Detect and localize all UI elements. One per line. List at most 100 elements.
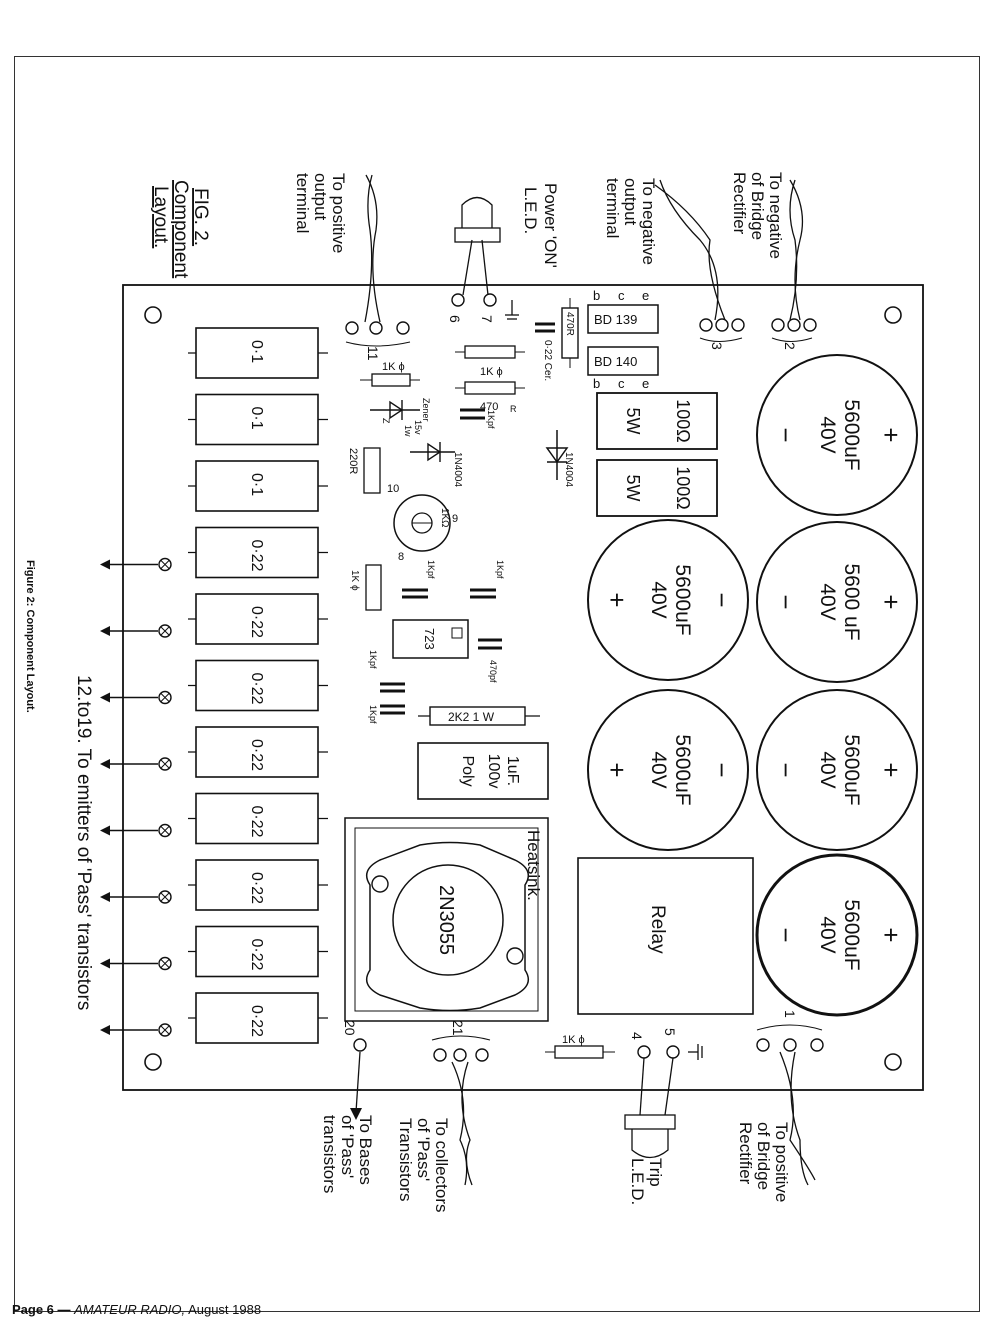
filter-capacitor-1: 5600uF 40V + − <box>756 354 918 516</box>
svg-text:−: − <box>771 927 801 942</box>
heatsink-label: Heatsink. <box>524 830 543 901</box>
terminal-group-21: 21 <box>431 1020 491 1186</box>
svg-text:L.E.D.: L.E.D. <box>521 187 540 234</box>
svg-text:transistors: transistors <box>320 1115 339 1193</box>
label-power-led: Power 'ON' L.E.D. <box>521 183 560 268</box>
capacitor-ceramic-022: 0·22 Cer. <box>535 322 555 381</box>
label-bases: To Bases of 'Pass' transistors <box>320 1115 375 1193</box>
svg-text:2: 2 <box>782 342 798 350</box>
svg-text:Trip: Trip <box>646 1158 665 1187</box>
terminal-group-2: 2 <box>771 179 817 350</box>
capacitor-1kpf-c: 1Kpf <box>470 560 505 599</box>
svg-text:9: 9 <box>452 513 458 525</box>
svg-text:5W: 5W <box>623 475 643 502</box>
svg-text:21: 21 <box>450 1020 466 1036</box>
emitter-terminal-18 <box>100 956 172 971</box>
emitter-terminal-15 <box>100 757 172 771</box>
emitter-resistor-1: 0·1 <box>188 327 328 379</box>
svg-text:−: − <box>707 762 737 777</box>
svg-text:Zener: Zener <box>421 398 431 422</box>
label-trip-led: Trip L.E.D. <box>628 1158 665 1205</box>
svg-text:1: 1 <box>782 1010 798 1018</box>
svg-text:e: e <box>642 376 649 391</box>
cap-minus: − <box>771 427 801 442</box>
diode-1n4004-right: 1N4004 <box>545 430 574 487</box>
emitter-resistor-8: 0·22 <box>188 792 328 845</box>
svg-text:40V: 40V <box>647 751 670 788</box>
emitter-resistor-11: 0·22 <box>188 992 328 1044</box>
svg-text:40V: 40V <box>816 916 839 953</box>
pcb-outline <box>122 284 924 1091</box>
svg-text:Relay: Relay <box>647 905 668 954</box>
svg-text:4: 4 <box>629 1032 645 1040</box>
emitter-resistor-value: 0·1 <box>248 340 265 363</box>
svg-text:15v: 15v <box>413 420 423 435</box>
svg-text:1w: 1w <box>403 425 413 437</box>
svg-text:40V: 40V <box>816 583 839 620</box>
emitter-terminal-12 <box>100 557 172 572</box>
emitter-resistor-value: 0·22 <box>248 739 265 771</box>
label-neg-output: To negative output terminal <box>603 178 658 265</box>
emitter-resistor-5: 0·22 <box>188 593 328 645</box>
svg-text:Rectifier: Rectifier <box>736 1122 755 1185</box>
emitter-terminal-17 <box>100 890 172 904</box>
label-emitters: 12.to19. To emitters of 'Pass' transisto… <box>73 675 94 1010</box>
power-resistor-2: 100Ω 5W <box>596 459 718 517</box>
figure-title-line-3: Layout. <box>150 186 171 248</box>
svg-text:To Bases: To Bases <box>356 1115 375 1185</box>
resistor-1k-a: 1K ϕ <box>455 345 525 378</box>
emitter-resistor-value: 0·22 <box>248 1005 265 1037</box>
svg-text:5W: 5W <box>623 408 643 435</box>
filter-capacitor-2: 5600 uF 40V + − <box>756 521 918 683</box>
svg-text:b: b <box>593 288 600 303</box>
svg-text:1N4004: 1N4004 <box>563 452 574 487</box>
svg-text:1N4004: 1N4004 <box>452 452 463 487</box>
emitter-resistor-value: 0·1 <box>248 473 265 496</box>
emitter-resistor-value: 0·22 <box>248 606 265 638</box>
svg-text:470R: 470R <box>564 312 575 336</box>
svg-text:11: 11 <box>365 346 381 361</box>
svg-text:100Ω: 100Ω <box>673 466 693 510</box>
emitter-resistor-2: 0·1 <box>188 393 328 446</box>
svg-text:To positive: To positive <box>772 1122 791 1202</box>
svg-text:1Kpf: 1Kpf <box>486 410 496 429</box>
resistor-470r: 470R <box>561 298 579 368</box>
svg-text:L.E.D.: L.E.D. <box>628 1158 647 1205</box>
cap-voltage: 40V <box>816 416 839 453</box>
svg-text:470pf: 470pf <box>488 660 498 683</box>
filter-capacitor-3: 5600uF 40V − + <box>587 519 749 681</box>
svg-text:1Kpf: 1Kpf <box>426 560 436 579</box>
heatsink-2n3055: 2N3055 Heatsink. <box>344 817 549 1022</box>
svg-text:of 'Pass': of 'Pass' <box>338 1115 357 1178</box>
svg-text:of Bridge: of Bridge <box>754 1122 773 1190</box>
svg-text:−: − <box>771 594 801 609</box>
svg-text:R: R <box>510 404 517 414</box>
svg-text:output: output <box>311 173 330 221</box>
svg-text:Rectifier: Rectifier <box>730 172 749 235</box>
svg-text:20: 20 <box>342 1020 358 1036</box>
svg-text:Poly: Poly <box>459 755 476 786</box>
svg-text:1K ϕ: 1K ϕ <box>382 361 405 373</box>
svg-text:Ω: Ω <box>439 520 450 528</box>
emitter-resistor-9: 0·22 <box>188 859 328 911</box>
svg-text:2K2 1 W: 2K2 1 W <box>448 710 495 724</box>
label-collectors: To collectors of 'Pass' Transistors <box>396 1118 451 1212</box>
terminal-group-power-led: 6 7 <box>447 196 519 323</box>
filter-capacitor-5: 5600uF 40V − + <box>587 689 749 851</box>
footer-magazine: AMATEUR RADIO, <box>74 1302 186 1317</box>
svg-text:c: c <box>618 376 625 391</box>
label-pos-output: To positive output terminal <box>293 173 348 253</box>
figure-title: FIG. 2. Component Layout. <box>150 180 211 279</box>
svg-text:+: + <box>602 762 632 777</box>
svg-text:5600 uF: 5600 uF <box>840 563 863 640</box>
terminal-group-trip-led: 4 5 <box>624 1028 703 1159</box>
svg-text:1K ϕ: 1K ϕ <box>349 570 360 591</box>
svg-text:BD 139: BD 139 <box>594 312 637 327</box>
filter-capacitor-6: 5600uF 40V + − <box>755 853 919 1017</box>
emitter-resistor-4: 0·22 <box>188 526 328 579</box>
svg-text:8: 8 <box>398 551 404 563</box>
capacitor-1kpf-e: 1Kpf <box>368 704 405 724</box>
svg-text:723: 723 <box>422 628 437 650</box>
svg-text:100Ω: 100Ω <box>673 399 693 443</box>
svg-text:1Kpf: 1Kpf <box>495 560 505 579</box>
